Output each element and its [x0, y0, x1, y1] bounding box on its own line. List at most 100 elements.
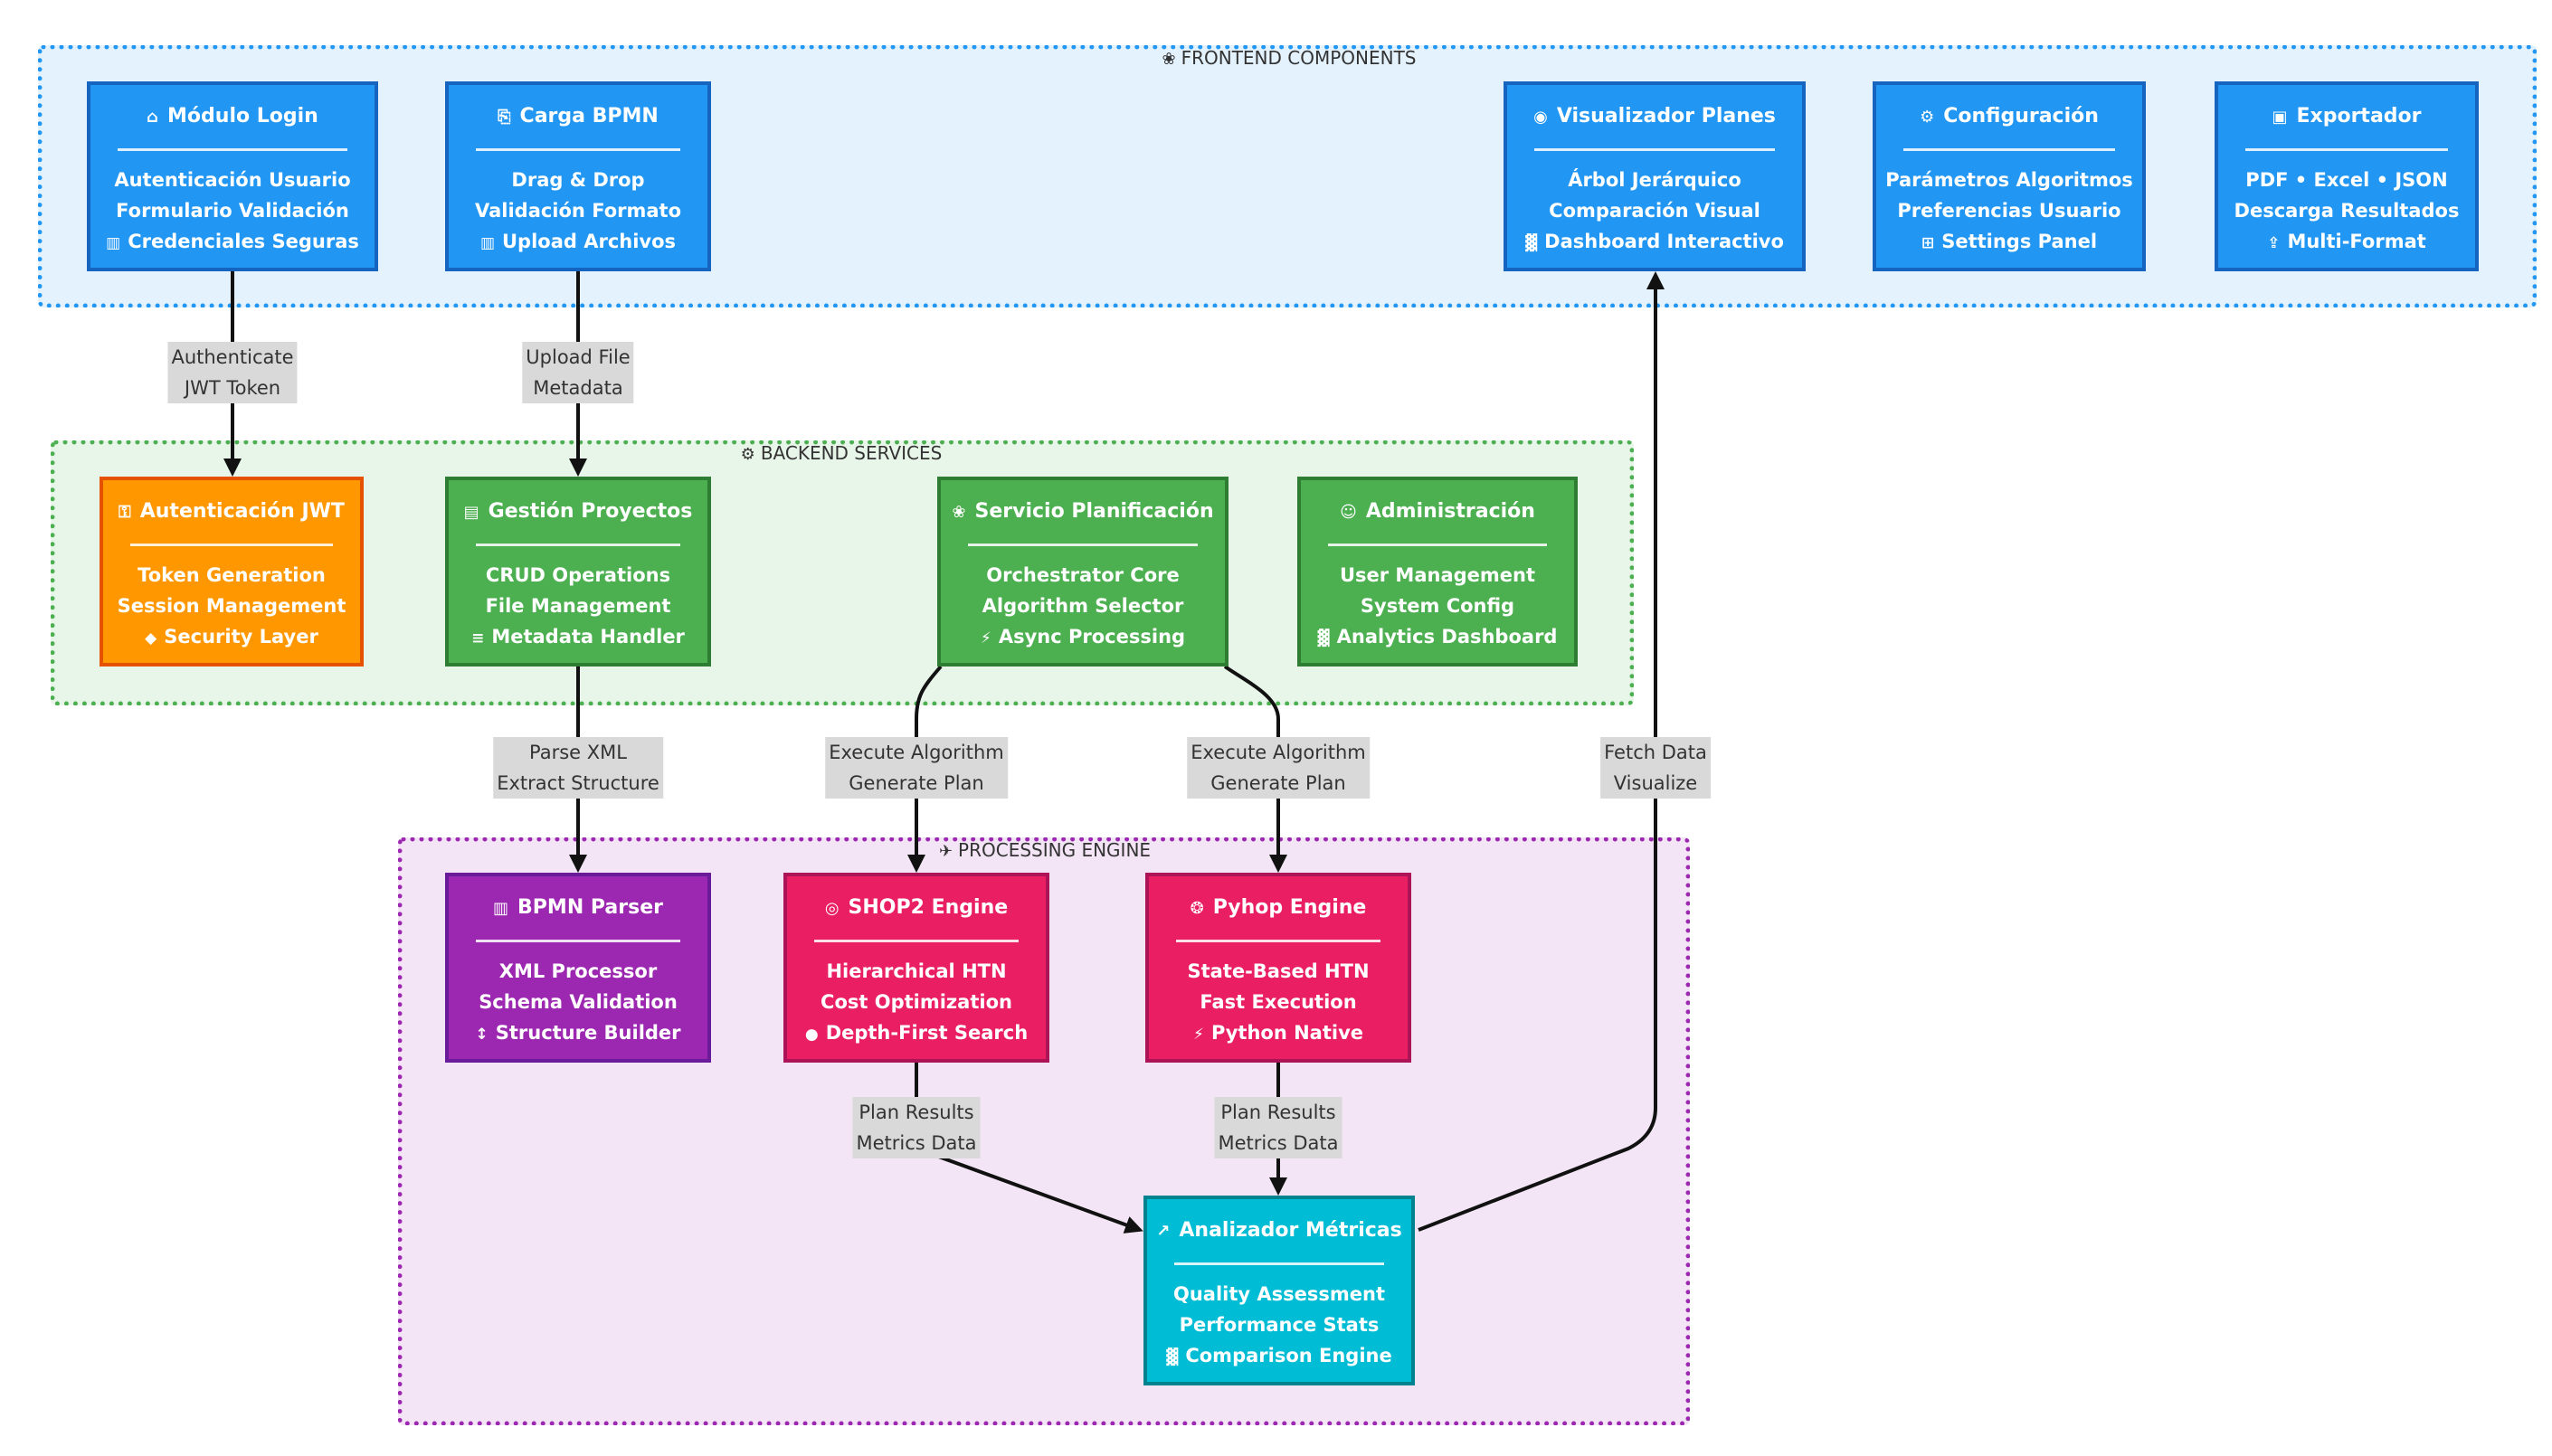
node-line: Autenticación Usuario	[90, 165, 375, 195]
node-line-text: Settings Panel	[1941, 231, 2098, 252]
node-line-text: Dashboard Interactivo	[1544, 231, 1784, 252]
node-line: Orchestrator Core	[941, 560, 1225, 591]
node-title: ⎘Carga BPMN	[449, 105, 707, 128]
floppy-icon: ▣	[2272, 108, 2288, 127]
edge-label-line: Visualize	[1613, 772, 1698, 794]
node-line: ▓ Comparison Engine	[1147, 1340, 1411, 1373]
node-title-text: Exportador	[2296, 105, 2422, 128]
edge-label-line: Fetch Data	[1604, 742, 1707, 763]
node-divider	[1328, 544, 1547, 546]
node-title-text: Gestión Proyectos	[488, 500, 693, 523]
node-line-text: Orchestrator Core	[986, 564, 1180, 586]
node-line: PDF • Excel • JSON	[2218, 165, 2475, 195]
node-title: ◎SHOP2 Engine	[787, 896, 1046, 919]
document-icon: ▥	[106, 234, 121, 252]
node-line-text: Comparison Engine	[1185, 1345, 1392, 1366]
node-line: System Config	[1301, 591, 1574, 621]
node-line: ▓ Dashboard Interactivo	[1507, 226, 1802, 259]
edge-label-line: Parse XML	[529, 742, 627, 763]
node-line: ◆Security Layer	[103, 621, 360, 654]
frontend-group-title: ❀FRONTEND COMPONENTS	[1162, 47, 1416, 69]
node-divider	[814, 940, 1019, 942]
node-line: Fast Execution	[1149, 987, 1408, 1017]
node-title-text: Pyhop Engine	[1212, 896, 1367, 919]
node-line: Validación Formato	[449, 195, 707, 226]
node-title: ◉Visualizador Planes	[1507, 105, 1802, 128]
node-line-text: Validación Formato	[474, 200, 681, 222]
node-line: XML Processor	[449, 956, 707, 987]
backend-group-title: ⚙BACKEND SERVICES	[741, 442, 943, 464]
node-title-text: Analizador Métricas	[1179, 1219, 1402, 1242]
node-line: ≡Metadata Handler	[449, 621, 707, 654]
node-line-text: PDF • Excel • JSON	[2245, 169, 2448, 191]
node-line: ● Depth-First Search	[787, 1017, 1046, 1050]
node-divider	[1176, 940, 1380, 942]
node-title-text: SHOP2 Engine	[848, 896, 1009, 919]
edge-label-line: Plan Results	[859, 1101, 974, 1123]
node-line: ⚡Python Native	[1149, 1017, 1408, 1050]
node-line: Algorithm Selector	[941, 591, 1225, 621]
backend-group-label: BACKEND SERVICES	[760, 442, 943, 464]
processing-group-title: ✈PROCESSING ENGINE	[939, 839, 1151, 861]
bar-chart-icon: ▓	[1317, 629, 1330, 648]
ruler-icon: ↕	[475, 1026, 489, 1044]
edge-label-line: Metadata	[533, 377, 623, 399]
node-line: CRUD Operations	[449, 560, 707, 591]
frontend-group-label: FRONTEND COMPONENTS	[1181, 47, 1417, 69]
node-line-text: Token Generation	[138, 564, 326, 586]
node-title: ▤Gestión Proyectos	[449, 500, 707, 523]
node-line: Parámetros Algoritmos	[1876, 165, 2142, 195]
edge-label-line: Generate Plan	[849, 772, 984, 794]
node-line-text: Performance Stats	[1179, 1314, 1380, 1336]
node-title: ❂Pyhop Engine	[1149, 896, 1408, 919]
node-line-text: Analytics Dashboard	[1336, 626, 1558, 648]
lightning-icon: ⚡	[980, 629, 991, 648]
document-icon: ▥	[493, 899, 509, 918]
node-title: ⚙Configuración	[1876, 105, 2142, 128]
node-line-text: Árbol Jerárquico	[1568, 169, 1741, 191]
edge-label-line: Metrics Data	[856, 1132, 977, 1154]
edge-plan-shop2	[907, 665, 943, 873]
bar-chart-icon: ▓	[1525, 234, 1538, 252]
circle-icon: ●	[804, 1026, 819, 1044]
node-line-text: Multi-Format	[2287, 231, 2426, 252]
node-line-text: Formulario Validación	[116, 200, 349, 222]
node-line: Drag & Drop	[449, 165, 707, 195]
satellite-icon: ✈	[938, 842, 953, 861]
node-title-text: Servicio Planificación	[974, 500, 1214, 523]
export-icon: ⇪	[2267, 234, 2281, 252]
node-line-text: Depth-First Search	[825, 1022, 1029, 1044]
clipboard-icon: ⎘	[498, 108, 511, 127]
gear-icon: ⚙	[1920, 108, 1935, 127]
node-line: Comparación Visual	[1507, 195, 1802, 226]
node-line-text: Hierarchical HTN	[826, 960, 1007, 982]
shield-icon: ◆	[145, 629, 157, 648]
lock-icon: ⌂	[147, 108, 159, 127]
edge-label-line: Generate Plan	[1210, 772, 1346, 794]
bar-chart-icon: ▓	[1166, 1348, 1179, 1366]
edge-label-line: Authenticate	[171, 346, 294, 368]
node-line-text: XML Processor	[498, 960, 658, 982]
edge-analizador-visual	[1418, 271, 1665, 1232]
node-line-text: File Management	[485, 595, 671, 617]
node-line-text: Fast Execution	[1200, 991, 1357, 1013]
